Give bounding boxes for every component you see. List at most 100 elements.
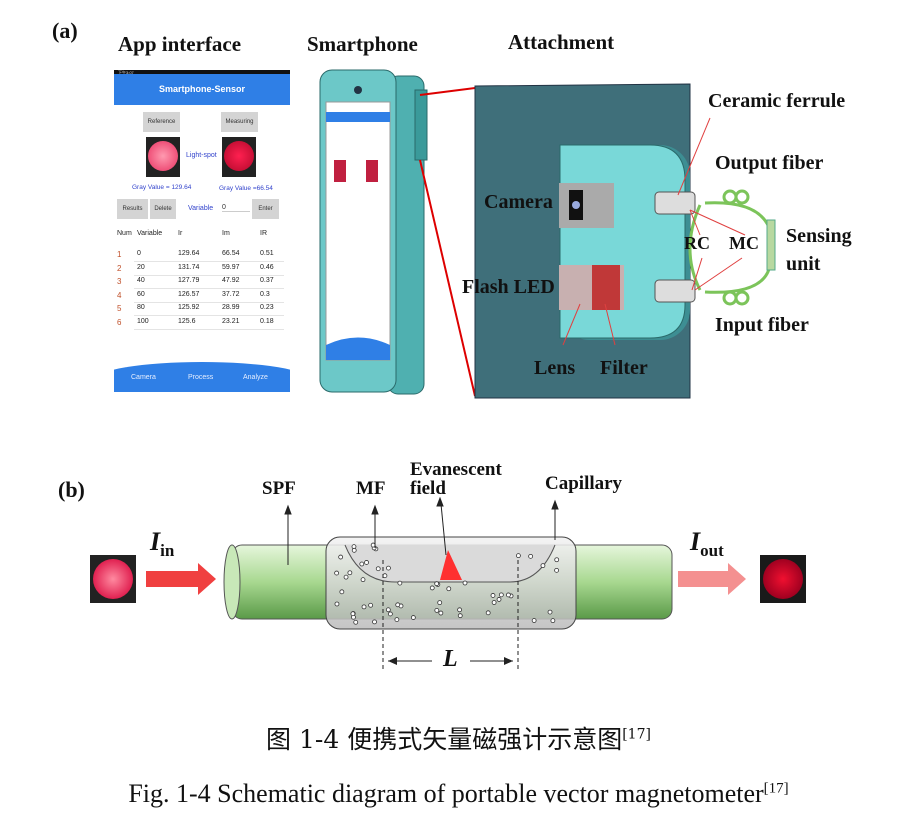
table-header-ir: Ir bbox=[178, 230, 183, 237]
bottom-nav-bar bbox=[114, 362, 290, 392]
magnetic-fluid-particle bbox=[387, 611, 393, 617]
panel-b-label: (b) bbox=[58, 477, 85, 502]
magnetic-fluid-particle bbox=[364, 560, 369, 565]
magnetic-fluid-particle bbox=[395, 602, 401, 608]
table-cell: 0.18 bbox=[260, 317, 274, 325]
magnetic-fluid-particle bbox=[550, 618, 556, 624]
table-cell: 125.92 bbox=[178, 304, 200, 311]
app-title-bar: Smartphone-Sensor bbox=[114, 74, 290, 105]
connector-lines bbox=[419, 87, 476, 397]
table-row-divider bbox=[134, 261, 284, 262]
caption-en-ref: [17] bbox=[763, 780, 789, 797]
label-camera: Camera bbox=[484, 191, 553, 213]
label-spf: SPF bbox=[262, 478, 296, 499]
label-input-fiber: Input fiber bbox=[715, 314, 809, 336]
table-row-divider bbox=[134, 274, 284, 276]
table-row-divider bbox=[134, 315, 284, 316]
caption-zh-ref: [17] bbox=[622, 726, 651, 743]
table-header-ir: IR bbox=[260, 230, 267, 237]
table-cell: 66.54 bbox=[222, 250, 240, 257]
table-cell: 47.92 bbox=[222, 277, 240, 284]
magnetic-fluid-particle bbox=[462, 580, 468, 586]
delete-button[interactable]: Delete bbox=[150, 199, 176, 219]
magnetic-fluid-particle bbox=[343, 574, 349, 580]
nav-analyze[interactable]: Analyze bbox=[243, 374, 268, 381]
table-cell: 59.97 bbox=[222, 263, 240, 271]
field-text: field bbox=[410, 478, 446, 499]
nav-process[interactable]: Process bbox=[188, 374, 214, 381]
table-cell: 80 bbox=[137, 304, 145, 311]
title-app-interface: App interface bbox=[118, 32, 242, 56]
magnetic-fluid-particle bbox=[360, 577, 366, 583]
label-rc: RC bbox=[684, 233, 710, 253]
table-cell: 20 bbox=[137, 263, 145, 271]
magnetic-fluid-particle bbox=[547, 609, 553, 615]
magnetic-fluid-particle bbox=[554, 567, 560, 573]
label-i-out: Iout bbox=[690, 527, 724, 561]
label-lens: Lens bbox=[534, 357, 576, 379]
magnetic-fluid-particle bbox=[382, 573, 388, 579]
magnetic-fluid-particle bbox=[410, 615, 416, 620]
table-cell: 2 bbox=[117, 263, 122, 273]
gray-value-reference: Gray Value = 129.64 bbox=[132, 184, 192, 191]
reference-button[interactable]: Reference bbox=[143, 112, 180, 132]
magnetic-fluid-particle bbox=[429, 585, 435, 591]
i-out-subscript: out bbox=[700, 541, 724, 561]
magnetic-fluid-particle bbox=[554, 557, 560, 563]
results-button[interactable]: Results bbox=[117, 199, 148, 219]
gray-value-measuring: Gray Value =66.54 bbox=[219, 185, 273, 192]
magnetic-fluid-particle bbox=[361, 604, 367, 610]
label-filter: Filter bbox=[600, 357, 648, 379]
table-cell: 6 bbox=[117, 317, 122, 327]
caption-en-text: Fig. 1-4 Schematic diagram of portable v… bbox=[128, 779, 764, 808]
app-screenshot: 下午3:07 Smartphone-Sensor Reference Measu… bbox=[114, 70, 290, 392]
magnetic-fluid-particle bbox=[485, 610, 491, 616]
label-unit: unit bbox=[786, 253, 821, 275]
table-cell: 3 bbox=[117, 277, 122, 286]
magnetic-fluid-particle bbox=[394, 617, 400, 623]
magnetic-fluid-particle bbox=[490, 593, 496, 598]
status-bar bbox=[114, 70, 290, 74]
magnetic-fluid-particle bbox=[338, 554, 344, 560]
table-cell: 5 bbox=[117, 304, 122, 313]
table-row-divider bbox=[134, 288, 284, 289]
magnetic-fluid-particle bbox=[438, 610, 444, 616]
label-capillary: Capillary bbox=[545, 473, 623, 494]
magnetic-fluid-particle bbox=[353, 619, 359, 625]
i-out-symbol: I bbox=[690, 527, 701, 556]
table-row-divider bbox=[134, 301, 284, 303]
title-attachment: Attachment bbox=[508, 30, 615, 54]
enter-button[interactable]: Enter bbox=[252, 199, 279, 219]
label-ceramic-ferrule: Ceramic ferrule bbox=[708, 90, 846, 112]
magnetic-fluid-particle bbox=[397, 580, 403, 586]
magnetic-fluid-particle bbox=[347, 570, 353, 576]
evanescent-field bbox=[440, 550, 462, 580]
magnetic-fluid-particle bbox=[516, 553, 521, 559]
magnetic-fluid-particle bbox=[531, 618, 537, 623]
attachment-drawing bbox=[474, 83, 776, 399]
caption-en: Fig. 1-4 Schematic diagram of portable v… bbox=[0, 779, 917, 809]
magnetic-fluid-particle bbox=[351, 547, 357, 553]
table-cell: 0.51 bbox=[260, 250, 274, 257]
magnetic-fluid-particle bbox=[434, 581, 440, 587]
nav-camera[interactable]: Camera bbox=[131, 374, 156, 381]
magnetic-fluid-particle bbox=[457, 607, 463, 613]
measuring-button[interactable]: Measuring bbox=[221, 112, 258, 132]
magnetic-fluid-particle bbox=[368, 602, 374, 608]
table-cell: 129.64 bbox=[178, 250, 200, 257]
label-mf: MF bbox=[356, 478, 386, 499]
table-cell: 126.57 bbox=[178, 290, 200, 298]
table-cell: 37.72 bbox=[222, 290, 240, 298]
magnetic-fluid-particle bbox=[540, 563, 546, 569]
panel-a-label: (a) bbox=[52, 18, 78, 43]
table-header-num: Num bbox=[117, 230, 132, 237]
variable-input[interactable]: 0 bbox=[222, 204, 250, 212]
magnetic-fluid-particle bbox=[359, 561, 365, 567]
table-cell: 28.99 bbox=[222, 304, 240, 311]
light-spot-label: Light-spot bbox=[186, 152, 217, 159]
status-time: 下午3:07 bbox=[118, 70, 134, 75]
output-arrow bbox=[678, 563, 746, 595]
table-cell: 125.6 bbox=[178, 317, 196, 325]
